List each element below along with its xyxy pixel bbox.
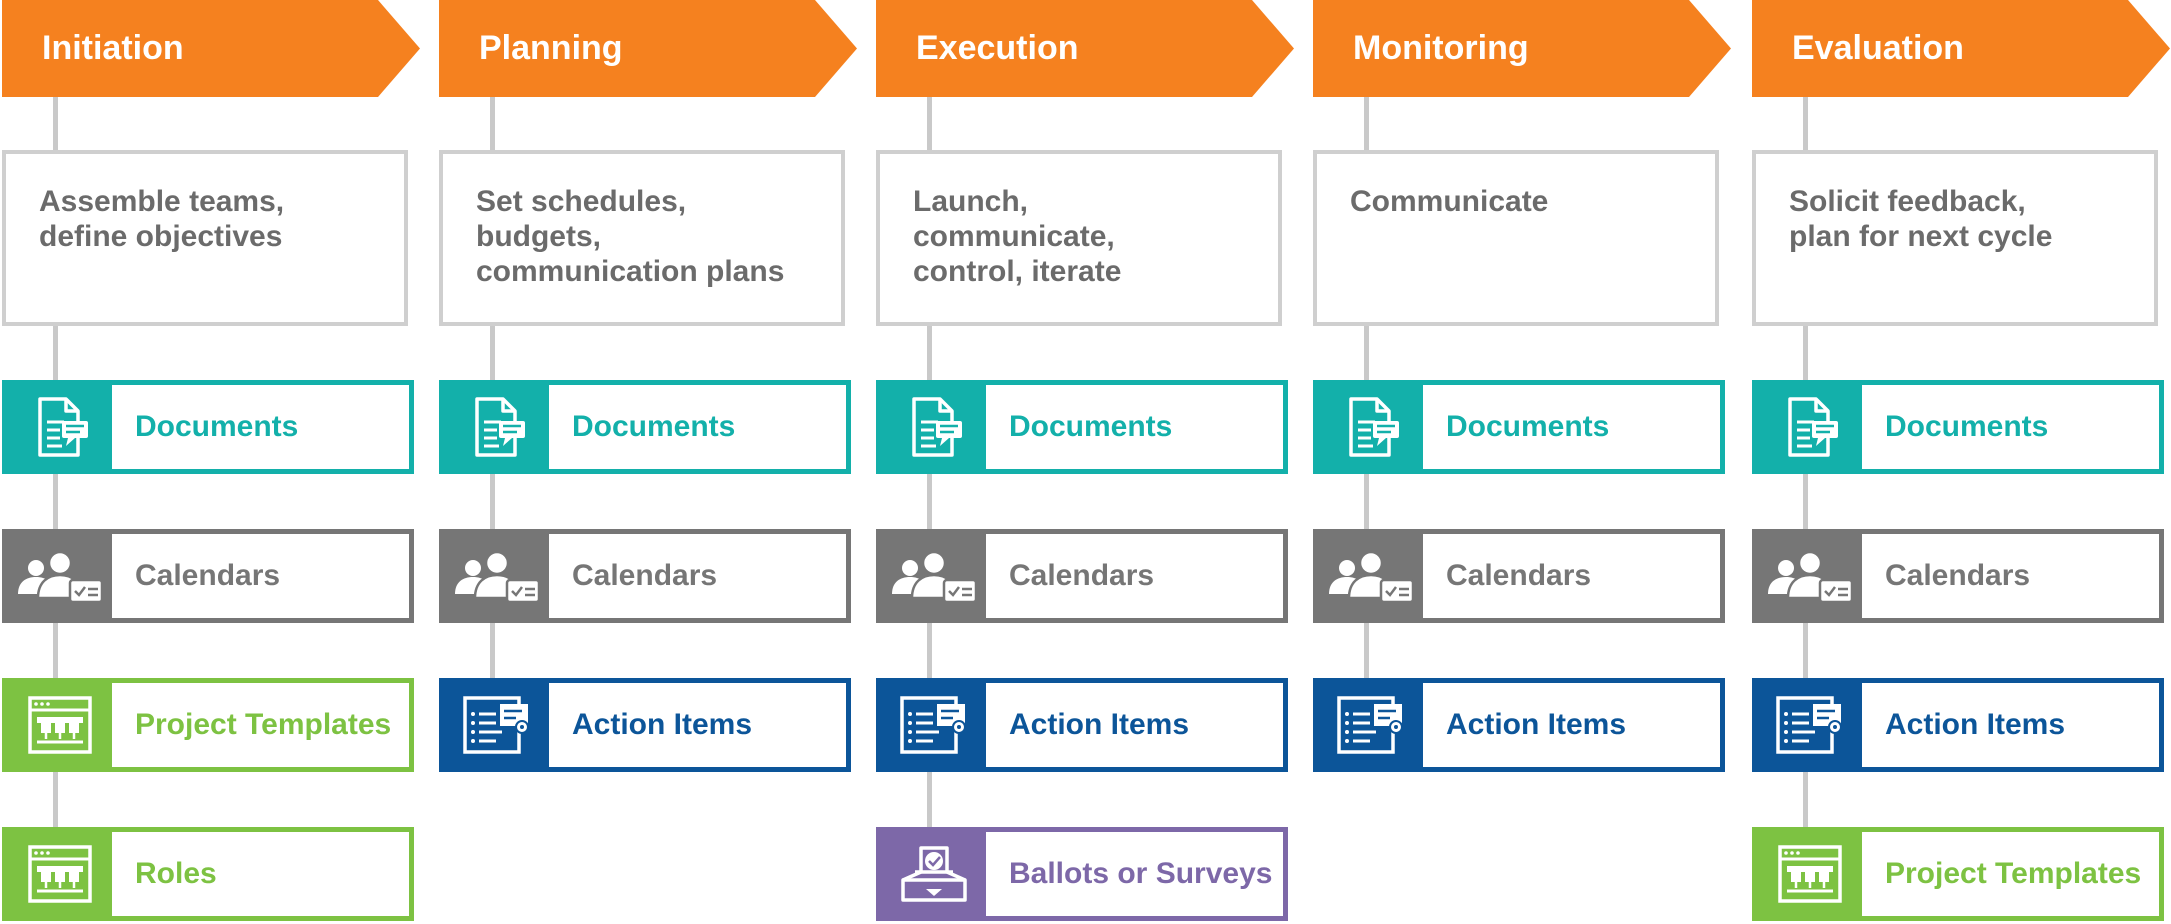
tool-label: Action Items bbox=[572, 708, 753, 741]
tool-label: Documents bbox=[1446, 410, 1610, 443]
phase-title: Evaluation bbox=[1792, 29, 1964, 67]
tool-label: Documents bbox=[1009, 410, 1173, 443]
description-text: Solicit feedback, plan for next cycle bbox=[1789, 185, 2053, 253]
template-icon bbox=[1757, 832, 1862, 916]
ballot-box-icon bbox=[881, 832, 986, 916]
description-text: Set schedules, budgets, communication pl… bbox=[476, 185, 785, 288]
tool-label: Calendars bbox=[1446, 559, 1592, 592]
document-icon bbox=[881, 385, 986, 469]
description-box: Assemble teams, define objectives bbox=[2, 150, 408, 326]
tool-label: Action Items bbox=[1446, 708, 1627, 741]
document-icon bbox=[1318, 385, 1423, 469]
tool-card-calendars[interactable]: Calendars bbox=[876, 529, 1288, 623]
tool-card-action-items[interactable]: Action Items bbox=[1752, 678, 2164, 772]
description-box: Set schedules, budgets, communication pl… bbox=[439, 150, 845, 326]
action-list-icon bbox=[1757, 683, 1862, 767]
tool-card-action-items[interactable]: Action Items bbox=[876, 678, 1288, 772]
tool-card-documents[interactable]: Documents bbox=[1313, 380, 1725, 474]
phase-arrow-execution: Execution bbox=[876, 0, 1294, 97]
document-icon bbox=[7, 385, 112, 469]
tool-card-documents[interactable]: Documents bbox=[876, 380, 1288, 474]
description-box: Solicit feedback, plan for next cycle bbox=[1752, 150, 2158, 326]
action-list-icon bbox=[1318, 683, 1423, 767]
document-icon bbox=[1757, 385, 1862, 469]
tool-label: Calendars bbox=[135, 559, 281, 592]
people-calendar-icon bbox=[1318, 534, 1423, 618]
phase-arrow-planning: Planning bbox=[439, 0, 857, 97]
description-text: Assemble teams, define objectives bbox=[39, 185, 285, 253]
tool-card-calendars[interactable]: Calendars bbox=[2, 529, 414, 623]
phase-title: Initiation bbox=[42, 29, 184, 67]
phase-title: Monitoring bbox=[1353, 29, 1529, 67]
phase-arrow-initiation: Initiation bbox=[2, 0, 420, 97]
tool-label: Calendars bbox=[1009, 559, 1155, 592]
description-text: Communicate bbox=[1350, 185, 1549, 218]
tool-label: Action Items bbox=[1885, 708, 2066, 741]
action-list-icon bbox=[444, 683, 549, 767]
people-calendar-icon bbox=[881, 534, 986, 618]
tool-label: Documents bbox=[135, 410, 299, 443]
phase-title: Planning bbox=[479, 29, 623, 67]
tool-label: Ballots or Surveys bbox=[1009, 857, 1273, 890]
tool-label: Project Templates bbox=[135, 708, 392, 741]
template-icon bbox=[7, 683, 112, 767]
description-text: Launch, communicate, control, iterate bbox=[913, 185, 1122, 288]
tool-card-project-templates[interactable]: Project Templates bbox=[1752, 827, 2164, 921]
tool-label: Action Items bbox=[1009, 708, 1190, 741]
tool-card-project-templates[interactable]: Project Templates bbox=[2, 678, 414, 772]
tool-card-calendars[interactable]: Calendars bbox=[1313, 529, 1725, 623]
tool-label: Documents bbox=[572, 410, 736, 443]
tool-label: Project Templates bbox=[1885, 857, 2142, 890]
description-box: Launch, communicate, control, iterate bbox=[876, 150, 1282, 326]
tool-card-documents[interactable]: Documents bbox=[2, 380, 414, 474]
phase-title: Execution bbox=[916, 29, 1079, 67]
tool-card-action-items[interactable]: Action Items bbox=[1313, 678, 1725, 772]
tool-label: Calendars bbox=[1885, 559, 2031, 592]
tool-card-ballots-or-surveys[interactable]: Ballots or Surveys bbox=[876, 827, 1288, 921]
action-list-icon bbox=[881, 683, 986, 767]
phase-arrow-evaluation: Evaluation bbox=[1752, 0, 2170, 97]
tool-card-action-items[interactable]: Action Items bbox=[439, 678, 851, 772]
description-box: Communicate bbox=[1313, 150, 1719, 326]
document-icon bbox=[444, 385, 549, 469]
tool-card-calendars[interactable]: Calendars bbox=[439, 529, 851, 623]
template-icon bbox=[7, 832, 112, 916]
tool-card-roles[interactable]: Roles bbox=[2, 827, 414, 921]
tool-label: Roles bbox=[135, 857, 217, 890]
people-calendar-icon bbox=[1757, 534, 1862, 618]
tool-label: Documents bbox=[1885, 410, 2049, 443]
tool-label: Calendars bbox=[572, 559, 718, 592]
people-calendar-icon bbox=[444, 534, 549, 618]
tool-card-documents[interactable]: Documents bbox=[439, 380, 851, 474]
phase-arrow-monitoring: Monitoring bbox=[1313, 0, 1731, 97]
people-calendar-icon bbox=[7, 534, 112, 618]
tool-card-calendars[interactable]: Calendars bbox=[1752, 529, 2164, 623]
tool-card-documents[interactable]: Documents bbox=[1752, 380, 2164, 474]
